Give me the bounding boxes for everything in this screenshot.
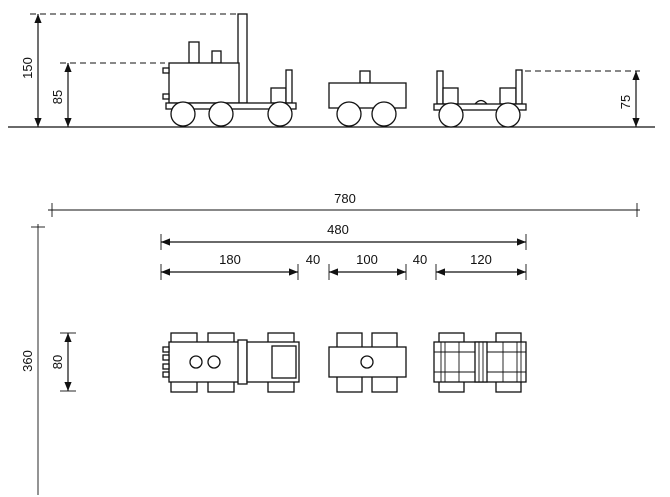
wagon-1-top — [328, 332, 407, 393]
gap-2-label: 40 — [413, 252, 427, 267]
wagon-2-front-seat — [442, 87, 459, 105]
loco-rear-post — [285, 69, 293, 104]
wagon-1-length-label: 100 — [356, 252, 378, 267]
loco-buffer-top — [162, 67, 170, 74]
wagon-2-top-center-block — [474, 341, 488, 383]
wagon-1-top-knob — [360, 355, 374, 369]
loco-top-seat — [271, 345, 297, 379]
wagon-1-side — [328, 70, 407, 127]
wagon-2-rear-seat — [499, 87, 517, 105]
gap-1-label: 40 — [306, 252, 320, 267]
wagon-1-body — [328, 82, 407, 109]
loco-top-cab-pillar — [237, 339, 248, 385]
loco-length-label: 180 — [219, 252, 241, 267]
side-view: 150 85 75 — [8, 13, 655, 128]
wagon-2-deck — [433, 103, 527, 111]
wagon-2-front-post — [436, 70, 444, 105]
total-height-label: 150 — [20, 57, 35, 79]
loco-top-chimney-1 — [189, 355, 203, 369]
overall-depth-label: 360 — [20, 350, 35, 372]
top-view: 780 480 180 40 100 40 120 360 80 — [20, 191, 640, 495]
loco-top-coupler-4 — [162, 371, 170, 378]
wagon-height-label: 75 — [618, 95, 633, 109]
loco-top-coupler-1 — [162, 346, 170, 353]
loco-boiler — [168, 62, 240, 104]
wagon-2-top — [433, 332, 527, 393]
train-length-label: 480 — [327, 222, 349, 237]
wagon-2-length-label: 120 — [470, 252, 492, 267]
loco-top-coupler-2 — [162, 354, 170, 361]
wagon-2-side — [433, 69, 527, 128]
wagon-2-rear-post — [515, 69, 523, 105]
wagon-1-wheel-1 — [336, 101, 362, 127]
wagon-2-wheel-2 — [495, 102, 521, 128]
wagon-2-wheel-1 — [438, 102, 464, 128]
loco-wheel-3 — [267, 101, 293, 127]
loco-chimney-large — [188, 41, 200, 64]
loco-top-body — [168, 341, 240, 383]
loco-wheel-2 — [208, 101, 234, 127]
loco-chimney-small — [211, 50, 222, 64]
loco-top-chimney-2 — [207, 355, 221, 369]
wagon-1-wheel-2 — [371, 101, 397, 127]
overall-length-label: 780 — [334, 191, 356, 206]
loco-rear-backrest — [270, 87, 287, 104]
locomotive-top — [162, 332, 300, 393]
loco-top-coupler-3 — [162, 363, 170, 370]
loco-height-label: 85 — [50, 90, 65, 104]
wagon-1-knob — [359, 70, 371, 84]
loco-buffer-bottom — [162, 93, 170, 100]
locomotive-side — [162, 13, 297, 127]
loco-wheel-1 — [170, 101, 196, 127]
body-width-label: 80 — [50, 355, 65, 369]
